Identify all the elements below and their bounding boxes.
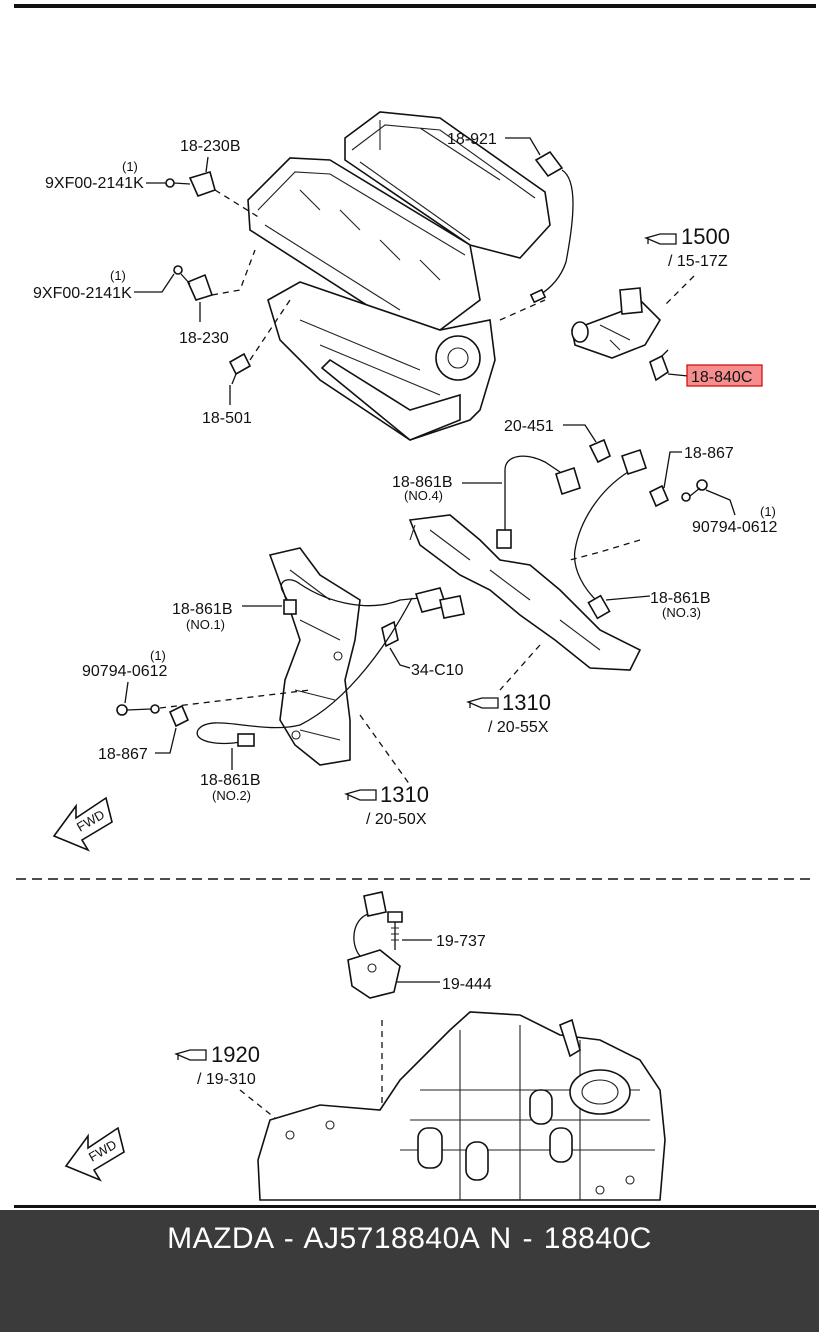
dash-1310a bbox=[499, 644, 541, 691]
qty-90794-left: (1) bbox=[150, 648, 166, 663]
leader-20-451 bbox=[563, 424, 597, 443]
sub-no1: (NO.1) bbox=[186, 617, 225, 632]
dash-block-thermostat bbox=[499, 299, 546, 321]
sub-no4: (NO.4) bbox=[404, 488, 443, 503]
ref-1920-sub: / 19-310 bbox=[197, 1071, 256, 1088]
part-19-444-harness-graphic bbox=[347, 891, 401, 999]
bottom-border bbox=[14, 1205, 816, 1208]
label-18-861b-no1[interactable]: 18-861B bbox=[172, 601, 233, 618]
part-19-737-graphic bbox=[387, 911, 403, 950]
label-9xf00-2141k-a[interactable]: 9XF00-2141K bbox=[45, 175, 144, 192]
label-18-840c[interactable]: 18-840C bbox=[691, 369, 752, 386]
leader-90794-left bbox=[124, 681, 129, 704]
leader-18-230b bbox=[205, 156, 209, 173]
part-34-c10-graphic bbox=[381, 620, 399, 648]
qty-9xf00-a: (1) bbox=[122, 159, 138, 174]
ref-1310a-sub: / 20-55X bbox=[488, 719, 549, 736]
parts-diagram: 18-921 18-230B (1) 9XF00-2141K (1) 9XF00… bbox=[14, 4, 816, 1208]
part-18-861b-no4-graphic bbox=[496, 455, 581, 549]
dash-1310b bbox=[359, 714, 411, 786]
hand-icon-1310a bbox=[466, 697, 499, 709]
label-18-861b-no2[interactable]: 18-861B bbox=[200, 772, 261, 789]
label-18-867-left[interactable]: 18-867 bbox=[98, 746, 148, 763]
label-19-737[interactable]: 19-737 bbox=[436, 933, 486, 950]
label-34-c10[interactable]: 34-C10 bbox=[411, 662, 464, 679]
hand-icon-1920 bbox=[174, 1049, 207, 1061]
ref-1500-sub: / 15-17Z bbox=[668, 253, 728, 270]
fwd-arrow-bottom: FWD bbox=[64, 1126, 125, 1182]
part-18-230-graphic bbox=[173, 265, 214, 301]
footer-bar bbox=[0, 1210, 819, 1332]
qty-90794-top: (1) bbox=[760, 504, 776, 519]
part-18-861b-no1-graphic bbox=[280, 579, 465, 619]
label-18-230[interactable]: 18-230 bbox=[179, 330, 229, 347]
dash-no3 bbox=[569, 539, 641, 561]
label-9xf00-2141k-b[interactable]: 9XF00-2141K bbox=[33, 285, 132, 302]
dash-18-501 bbox=[249, 299, 291, 361]
leader-18-867-left bbox=[155, 727, 177, 754]
label-18-867-top[interactable]: 18-867 bbox=[684, 445, 734, 462]
leader-90794-top bbox=[705, 489, 736, 516]
sub-no3: (NO.3) bbox=[662, 605, 701, 620]
ref-1500: 1500 / 15-17Z bbox=[644, 224, 730, 270]
part-18-230b-graphic bbox=[165, 170, 216, 198]
transmission-case bbox=[257, 1011, 666, 1201]
engine-block bbox=[247, 111, 551, 441]
exhaust-manifold-front bbox=[268, 547, 361, 766]
label-18-861b-no3[interactable]: 18-861B bbox=[650, 590, 711, 607]
part-18-861b-no2-graphic bbox=[196, 597, 413, 747]
ref-1920-num[interactable]: 1920 bbox=[211, 1042, 260, 1067]
hand-icon-1310b bbox=[344, 789, 377, 801]
ref-1310a-num[interactable]: 1310 bbox=[502, 690, 551, 715]
label-90794-0612-left[interactable]: 90794-0612 bbox=[82, 663, 168, 680]
ref-1310b: 1310 / 20-50X bbox=[344, 782, 429, 828]
highlight-18-840c bbox=[686, 364, 763, 387]
ref-1500-num[interactable]: 1500 bbox=[681, 224, 730, 249]
leader-18-861b-no3 bbox=[605, 595, 651, 601]
part-90794-left-graphic bbox=[116, 704, 190, 728]
fwd-arrow-top: FWD bbox=[52, 796, 113, 852]
ref-1310b-num[interactable]: 1310 bbox=[380, 782, 429, 807]
leader-9xf00-b bbox=[134, 273, 175, 293]
leader-34-c10 bbox=[389, 647, 411, 669]
label-20-451[interactable]: 20-451 bbox=[504, 418, 554, 435]
label-90794-0612-top[interactable]: 90794-0612 bbox=[692, 519, 778, 536]
part-18-921-graphic bbox=[529, 150, 574, 304]
ref-1310a: 1310 / 20-55X bbox=[466, 690, 551, 736]
thermostat-housing-graphic bbox=[571, 287, 669, 382]
dash-18-230b bbox=[214, 189, 261, 219]
exhaust-manifold-rear bbox=[408, 514, 642, 671]
ref-1310b-sub: / 20-50X bbox=[366, 811, 427, 828]
dash-1500 bbox=[664, 275, 695, 306]
label-18-501[interactable]: 18-501 bbox=[202, 410, 252, 427]
qty-9xf00-b: (1) bbox=[110, 268, 126, 283]
hand-icon-1500 bbox=[644, 233, 677, 245]
part-18-867-top-graphic bbox=[648, 479, 708, 508]
leader-18-867-top bbox=[663, 451, 682, 489]
ref-1920: 1920 / 19-310 bbox=[174, 1042, 260, 1088]
label-18-861b-no4[interactable]: 18-861B bbox=[392, 474, 453, 491]
sub-no2: (NO.2) bbox=[212, 788, 251, 803]
leader-18-840c bbox=[667, 373, 689, 377]
dash-1920 bbox=[239, 1089, 276, 1119]
dash-90794-left bbox=[159, 689, 311, 709]
footer-part-number: MAZDA - AJ5718840A N - 18840C bbox=[167, 1222, 652, 1255]
leader-18-921 bbox=[505, 137, 541, 156]
part-18-501-graphic bbox=[228, 352, 252, 385]
part-20-451-graphic bbox=[588, 438, 612, 464]
top-border bbox=[14, 4, 816, 8]
label-18-921[interactable]: 18-921 bbox=[447, 131, 497, 148]
part-18-861b-no3-graphic bbox=[573, 448, 648, 620]
label-19-444[interactable]: 19-444 bbox=[442, 976, 492, 993]
dash-18-230 bbox=[211, 249, 256, 296]
label-18-230b[interactable]: 18-230B bbox=[180, 138, 241, 155]
